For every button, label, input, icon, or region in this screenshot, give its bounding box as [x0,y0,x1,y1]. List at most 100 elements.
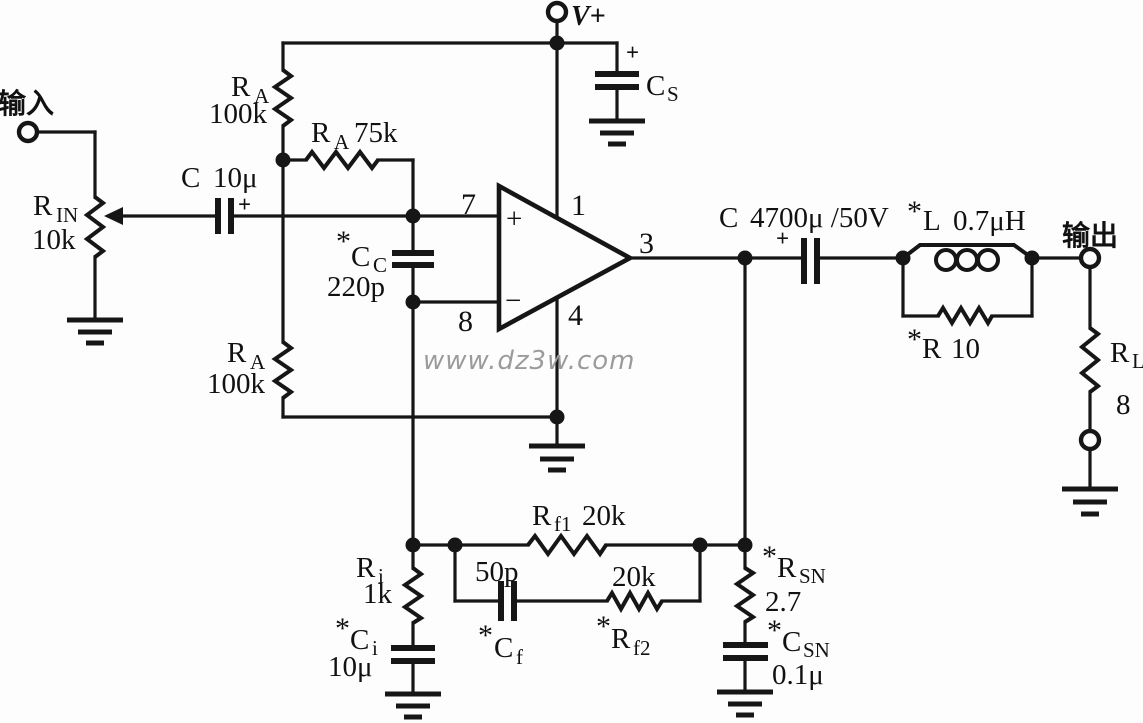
label-ci: * C i 10μ [328,612,378,683]
component-sub: SN [799,564,826,588]
label-ri: R i 1k [356,552,393,610]
supply-label: V+ [571,1,606,32]
label-c-in: C 10μ + [181,162,258,217]
component-value: 75k [354,117,398,149]
opamp-pin1-label: 1 [571,189,586,222]
opamp-pin3-label: 3 [639,227,654,260]
resistor-ra-bottom [271,340,295,400]
component-value: 20k [612,561,656,593]
opamp-pin7-label: 7 [461,188,476,221]
label-rf1: R f1 20k [532,500,626,536]
junction [1024,250,1040,266]
inductor-top-bar [901,243,1034,260]
component-value: 0.7μH [953,205,1026,237]
terminals [16,0,1102,452]
component-sub: A [250,350,266,374]
label-r-damp: * R 10 [907,323,980,365]
component-asterisk: * [907,323,922,356]
junction [405,294,421,310]
junction [405,208,421,224]
output-label: 输出 [1062,219,1118,252]
component-name: R [33,190,53,222]
resistor-rf2 [605,588,664,614]
opamp-triangle [496,182,635,333]
component-name: R [356,552,376,584]
component-sub: f1 [554,512,572,536]
text-labels: 输入 输出 V+ www.dz3w.com R IN 10k C 10μ + R… [0,1,1143,691]
component-value: 1k [363,578,393,610]
component-value: 10μ [213,162,258,194]
input-terminal-circle [16,120,40,144]
component-asterisk: * [762,540,777,573]
component-sub: f [516,645,523,669]
component-name: R [231,71,251,103]
component-value: 50p [475,556,519,588]
component-value: 220p [327,271,385,303]
output-return-terminal-circle [1078,428,1102,452]
label-ra-top: R A 100k [209,71,270,130]
ground-symbol-csn [717,689,773,718]
component-name: R [311,117,331,149]
supply-terminal-circle [545,0,569,24]
capacitor-cf [498,581,517,621]
component-value: 10μ [328,651,373,683]
label-csn: * C SN 0.1μ [767,614,830,691]
potentiometer-r-in [83,195,107,259]
component-name: C [782,626,801,658]
resistor-ra-mid [304,148,380,172]
junction [895,250,911,266]
wires [35,19,1092,696]
resistor-ri [401,566,425,625]
ground-symbol-ci [385,691,441,720]
junction [737,250,753,266]
resistor-r-load [1078,326,1102,394]
junction [275,152,291,168]
junction-dots [275,35,1040,553]
component-value: 100k [207,368,266,400]
capacitor-cs [595,71,639,90]
label-cs: + C S [626,40,679,106]
component-value: 10 [951,333,980,365]
component-value: 2.7 [765,586,801,618]
potentiometer-wiper-arrow [104,207,123,225]
resistor-ra-top [271,68,295,128]
component-name: R [777,552,797,584]
component-value: 4700μ /50V [750,202,889,234]
component-sub: L [1132,349,1143,373]
junction [447,537,463,553]
component-name: R [1110,337,1130,369]
component-sub: IN [56,203,78,227]
capacitor-csn [723,642,768,661]
ground-symbol-cs [589,118,645,147]
component-sub: C [373,253,387,277]
ground-symbol-rl [1062,486,1118,517]
inductor-l-out [901,243,1034,272]
component-name: C [494,632,513,664]
component-value: 20k [582,500,626,532]
capacitor-ci [391,645,435,664]
capacitor-c-in [215,198,234,234]
component-sub: SN [803,638,830,662]
component-sub: S [667,82,679,106]
component-name: C [350,624,369,656]
label-ra-mid: R A 75k [311,117,398,154]
ground-symbols [67,118,1118,720]
component-name: C [646,70,665,102]
label-l-out: * L 0.7μH [907,195,1026,237]
ground-symbol-rin [67,317,123,346]
component-name: L [923,205,941,237]
polarity-plus: + [238,192,251,217]
label-r-load: R L 8 [1110,337,1143,421]
inductor-loop [976,248,1000,272]
component-asterisk: * [478,619,493,652]
component-name: R [532,500,552,532]
resistors [83,68,1102,625]
opamp: + − 7 8 1 4 3 [458,182,654,338]
component-sub: i [372,636,378,660]
component-value: 8 [1116,389,1131,421]
capacitor-c-out [801,238,820,284]
label-rsn: * R SN 2.7 [762,540,826,618]
component-asterisk: * [767,614,782,647]
ground-symbol-opamp [529,443,585,473]
